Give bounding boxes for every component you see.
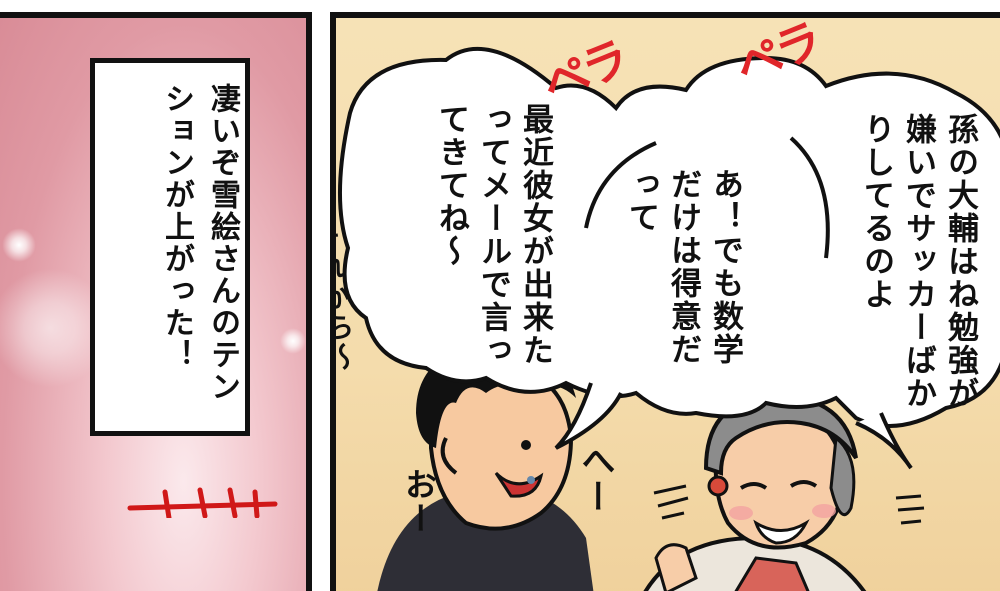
boy-reply-he: へー bbox=[575, 443, 615, 515]
panel-edge-icon bbox=[127, 487, 278, 518]
sparkle-decoration bbox=[2, 228, 36, 262]
speech-text-grandmother-2: あ！でも数学だけは得意だって bbox=[623, 168, 743, 366]
speech-bubble-cloud bbox=[338, 46, 1000, 470]
speech-text-grandmother-3: 最近彼女が出来たってメールで言ってきてね〜 bbox=[433, 103, 553, 367]
right-panel: ペラ ペラ 孫の大輔はね勉強が嫌いでサッカーばかりしてるのよ あ！でも数学だけは… bbox=[330, 12, 1000, 591]
speech-text-grandmother-1: 孫の大輔はね勉強が嫌いでサッカーばかりしてるのよ bbox=[858, 113, 978, 410]
sparkle-decoration bbox=[280, 328, 306, 354]
boy-reply-oh: おー bbox=[400, 468, 438, 536]
narration-caption-box: 凄いぞ雪絵さんのテンションが上がった！ bbox=[90, 58, 250, 436]
left-panel: 凄いぞ雪絵さんのテンションが上がった！ bbox=[0, 12, 312, 591]
narration-caption-text: 凄いぞ雪絵さんのテンションが上がった！ bbox=[159, 83, 240, 403]
